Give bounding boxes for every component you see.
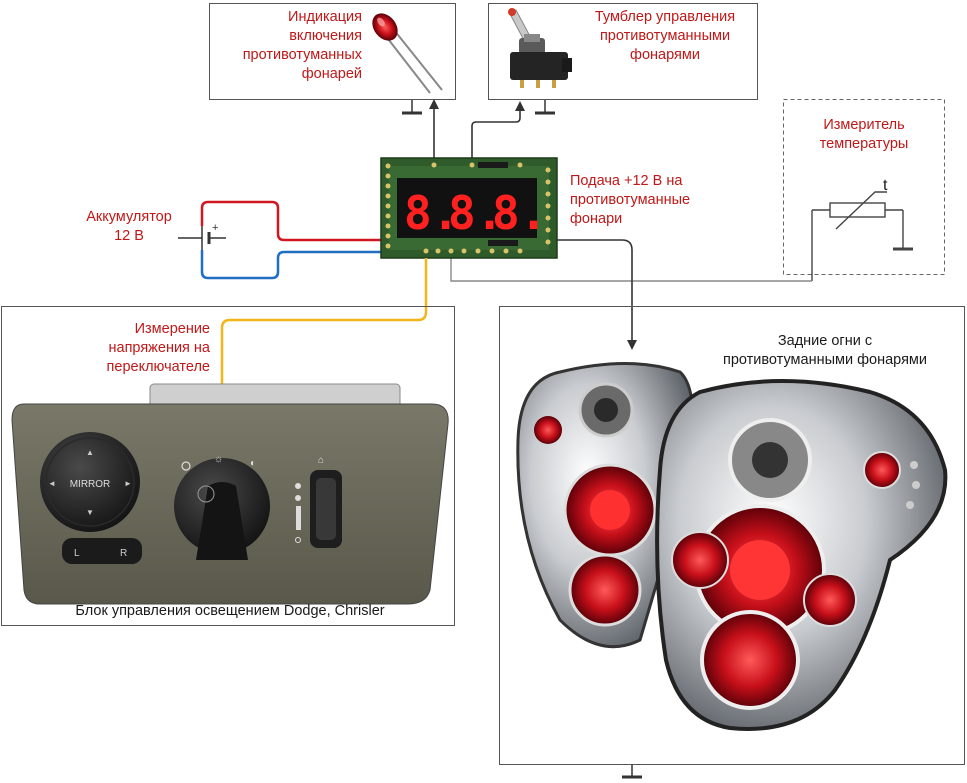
ground-icon	[622, 765, 642, 779]
toggle-label: Тумблер управления противотуманными фона…	[594, 9, 736, 63]
negative-wire	[200, 250, 385, 280]
thermometer-symbol: t	[883, 177, 888, 194]
svg-text:►: ►	[124, 479, 132, 488]
pcb-module	[380, 157, 558, 259]
switch-panel-box	[1, 306, 455, 626]
seven-segment-display: 8. 8. 8.	[404, 186, 547, 240]
supply-wire	[557, 239, 637, 350]
panel-caption: Блок управления освещением Dodge, Chrisl…	[75, 603, 385, 619]
svg-text:◄: ◄	[48, 479, 56, 488]
svg-text:⌂: ⌂	[318, 455, 324, 466]
svg-text:▼: ▼	[86, 508, 94, 517]
battery-icon: +	[178, 222, 226, 250]
indicator-box	[209, 3, 456, 100]
tail-lights-image	[516, 362, 948, 731]
voltage-label: Измерение напряжения на переключателе	[106, 321, 210, 375]
thermometer-box	[783, 99, 945, 275]
mirror-lr-switch[interactable]	[62, 538, 142, 564]
svg-text:+: +	[212, 222, 218, 234]
display-digit-2: 8.	[448, 186, 503, 240]
thermometer-label: Измеритель температуры	[819, 117, 909, 152]
mirror-knob[interactable]	[40, 432, 140, 532]
red-led-icon	[372, 13, 443, 94]
battery-label: Аккумулятор 12 В	[86, 209, 172, 244]
display-digit-1: 8.	[404, 186, 459, 240]
mirror-right-label: R	[120, 548, 127, 559]
toggle-wire	[471, 101, 525, 160]
thermistor-icon	[811, 191, 913, 281]
svg-text:▲: ▲	[86, 448, 94, 457]
supply-label: Подача +12 В на противотуманные фонари	[570, 173, 691, 227]
positive-wire	[200, 200, 385, 242]
tail-lights-label: Задние огни с противотуманными фонарями	[722, 333, 928, 368]
mirror-left-label: L	[74, 548, 80, 559]
toggle-switch-icon	[508, 8, 572, 88]
tail-lights-box	[499, 306, 965, 765]
thermo-wire	[450, 258, 812, 282]
display-digit-3: 8.	[492, 186, 547, 240]
indicator-label: Индикация включения противотуманных фона…	[242, 9, 362, 82]
svg-text:◐: ◐	[250, 458, 256, 469]
voltage-wire	[217, 258, 428, 433]
mirror-label: MIRROR	[70, 479, 111, 490]
svg-text:☼: ☼	[214, 454, 223, 465]
headlight-switch-panel: MIRROR ▲ ▼ ◄ ► L R ☼ ◐ ⌂	[11, 383, 449, 605]
ground-icon	[402, 100, 422, 115]
ground-icon	[535, 100, 555, 115]
